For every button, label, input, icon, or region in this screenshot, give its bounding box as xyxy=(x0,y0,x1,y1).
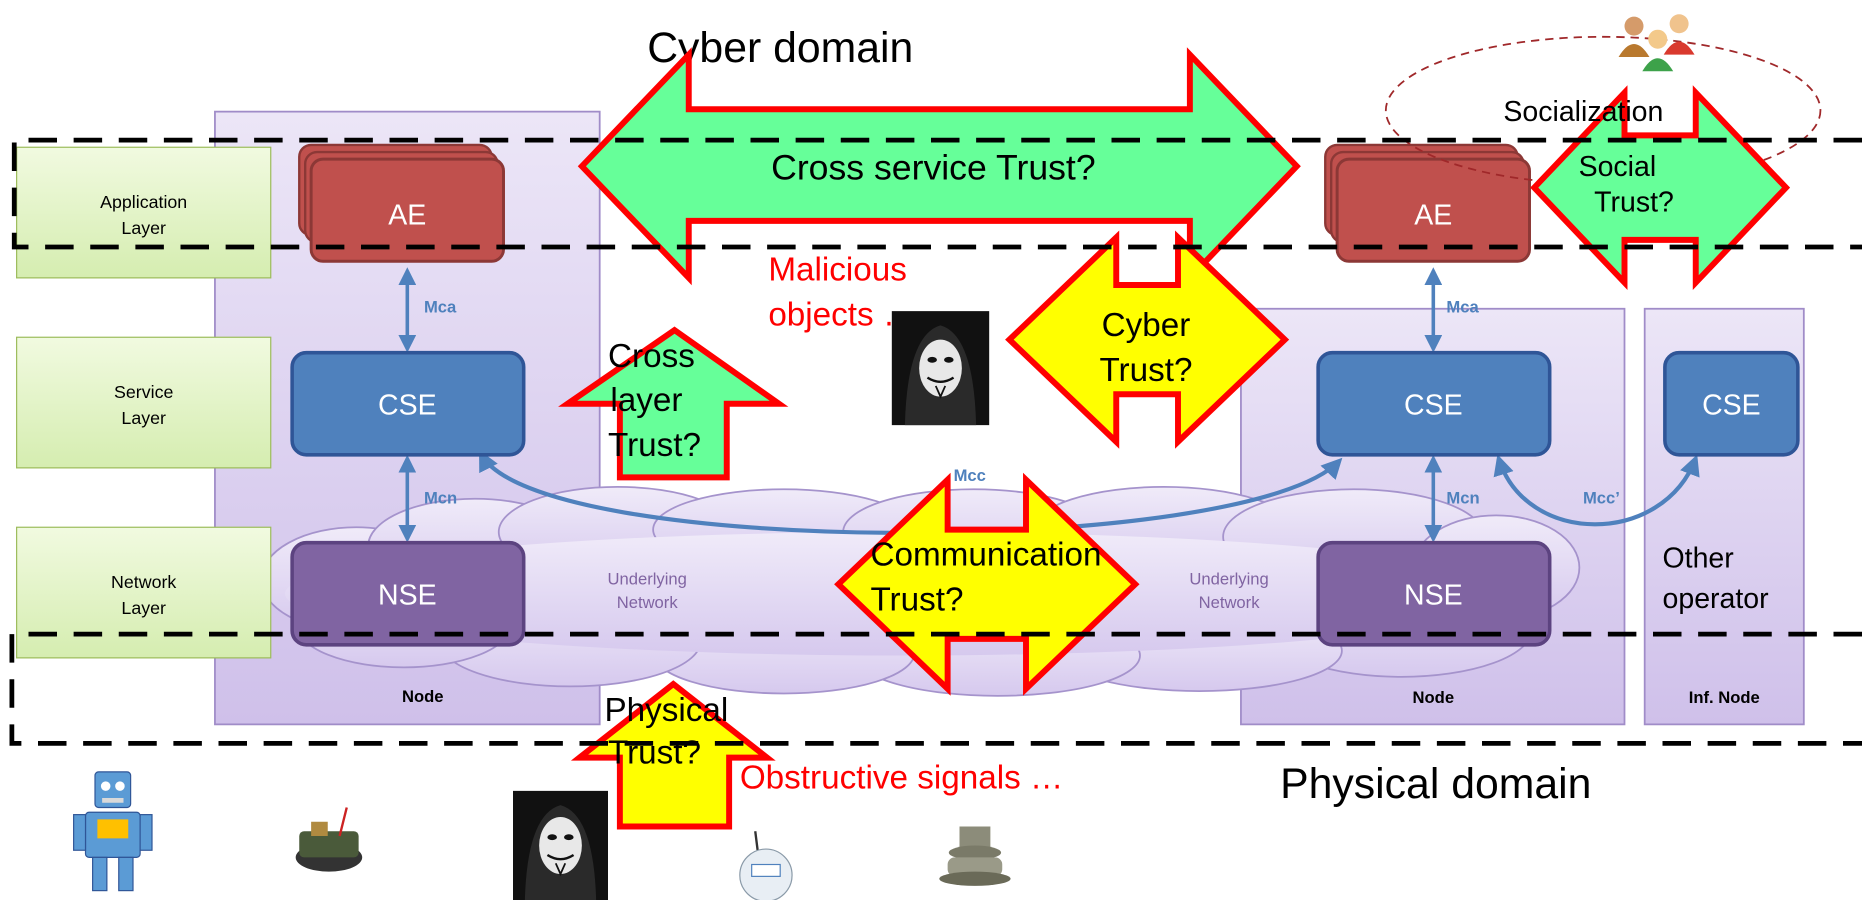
underlying-network-label-left-1: Underlying xyxy=(607,569,686,588)
network-layer-label-2: Layer xyxy=(121,598,166,618)
cross-layer-trust-label-1: Cross xyxy=(608,338,695,375)
node-right-label: Node xyxy=(1413,688,1455,707)
mca-label-left: Mca xyxy=(424,297,457,316)
socialization-label: Socialization xyxy=(1503,96,1663,128)
obstructive-signals-label: Obstructive signals … xyxy=(740,760,1063,797)
physical-domain-title: Physical domain xyxy=(1280,760,1591,808)
mcc-prime-label: Mcc’ xyxy=(1583,489,1620,508)
node-left-label: Node xyxy=(402,687,444,706)
cross-layer-trust-arrow xyxy=(558,326,789,481)
other-operator-label-1: Other xyxy=(1663,543,1735,575)
service-layer-label-2: Layer xyxy=(121,408,166,428)
actuator-device-icon xyxy=(939,826,1011,886)
underlying-network-label-left-2: Network xyxy=(617,593,679,612)
cse-label-left: CSE xyxy=(378,389,437,421)
cyber-trust-arrow xyxy=(1005,230,1290,449)
communication-trust-label-2: Trust? xyxy=(870,581,963,618)
physical-trust-label-1: Physical xyxy=(604,692,728,729)
other-operator-label-2: operator xyxy=(1663,583,1770,615)
robot-icon xyxy=(73,771,153,892)
physical-trust-label-2: Trust? xyxy=(608,735,701,772)
underlying-network-label-right-2: Network xyxy=(1199,593,1261,612)
people-group-icon xyxy=(1618,14,1695,72)
mcc-prime-connector xyxy=(1493,454,1700,527)
ae-label-right: AE xyxy=(1414,199,1452,231)
communication-trust-label-1: Communication xyxy=(870,536,1101,573)
application-layer-box xyxy=(16,146,272,279)
underlying-network-label-right-1: Underlying xyxy=(1189,569,1268,588)
service-layer-label-1: Service xyxy=(114,382,173,402)
wireless-sensor-icon xyxy=(739,831,793,900)
network-layer-label-1: Network xyxy=(111,572,176,592)
physical-domain-boundary xyxy=(9,631,1862,746)
cyber-domain-boundary xyxy=(11,137,1862,250)
mca-label-right: Mca xyxy=(1446,297,1479,316)
service-layer-box xyxy=(16,336,272,469)
mcn-label-left: Mcn xyxy=(424,489,457,508)
cse-label-inf: CSE xyxy=(1702,389,1761,421)
cse-box-right xyxy=(1316,350,1552,457)
cyber-trust-label-2: Trust? xyxy=(1099,352,1192,389)
cse-box-left xyxy=(290,350,526,457)
cse-label-right: CSE xyxy=(1404,389,1463,421)
cross-service-trust-arrow xyxy=(577,47,1301,286)
application-layer-label-2: Layer xyxy=(121,218,166,238)
ae-label-left: AE xyxy=(388,199,426,231)
nse-box-right xyxy=(1316,540,1552,647)
cross-layer-trust-label-2: layer xyxy=(610,382,682,419)
physical-trust-arrow xyxy=(570,680,776,830)
mcn-label-right: Mcn xyxy=(1446,489,1479,508)
malicious-objects-label-2: objects … xyxy=(768,296,916,333)
nse-box-left xyxy=(290,540,526,647)
malicious-objects-label-1: Malicious xyxy=(768,251,907,288)
cyber-trust-label-1: Cyber xyxy=(1102,307,1191,344)
mcc-label: Mcc xyxy=(954,466,986,485)
ae-stack-right xyxy=(1324,143,1531,263)
cross-service-trust-label: Cross service Trust? xyxy=(771,147,1096,187)
social-trust-label-2: Trust? xyxy=(1594,186,1674,218)
nse-label-left: NSE xyxy=(378,579,437,611)
hacker-mask-icon xyxy=(891,311,990,426)
cse-box-inf xyxy=(1663,350,1800,457)
application-layer-label-1: Application xyxy=(100,192,187,212)
network-layer-box xyxy=(16,526,272,659)
hacker-mask-icon xyxy=(513,790,608,900)
cross-layer-trust-label-3: Trust? xyxy=(608,427,701,464)
social-trust-label-1: Social xyxy=(1579,151,1657,183)
ae-stack-left xyxy=(298,143,505,263)
sensor-board-icon xyxy=(295,807,363,872)
nse-label-right: NSE xyxy=(1404,579,1463,611)
inf-node-label: Inf. Node xyxy=(1689,688,1760,707)
